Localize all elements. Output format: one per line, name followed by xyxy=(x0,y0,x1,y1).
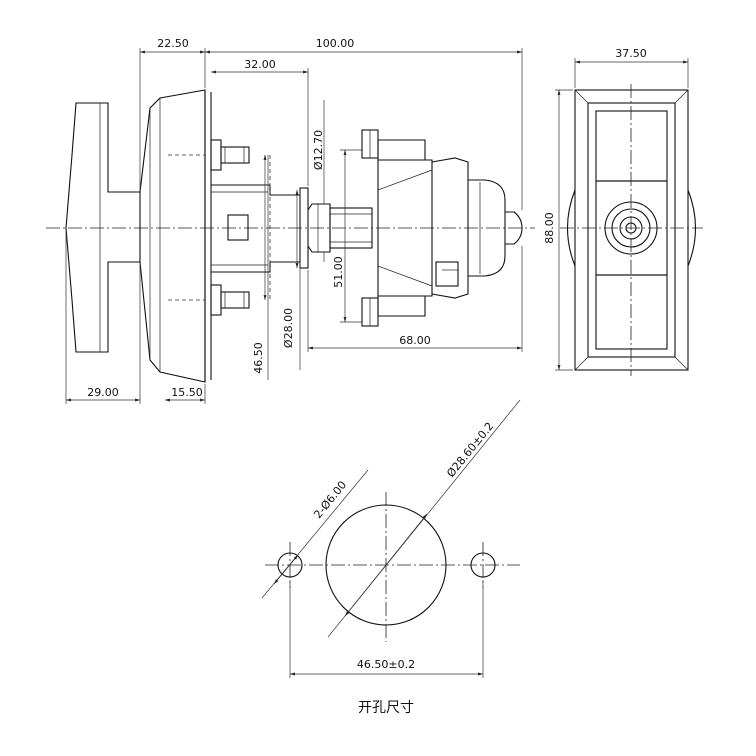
front-view: 37.50 88.00 xyxy=(543,47,703,376)
front-handle-top xyxy=(595,110,668,182)
dim-51: 51.00 xyxy=(332,256,345,288)
key-tip xyxy=(505,211,523,245)
dim-46-50: 46.50 xyxy=(252,342,265,374)
lock-housing xyxy=(377,159,433,297)
dim-88: 88.00 xyxy=(543,212,556,244)
dim-68: 68.00 xyxy=(399,334,431,347)
dim-29: 29.00 xyxy=(87,386,119,399)
cutout-hole-right xyxy=(470,552,496,578)
cam-window xyxy=(227,214,249,241)
dim-15-50: 15.50 xyxy=(171,386,203,399)
dim-dia-28: Ø28.00 xyxy=(282,308,295,348)
lock-cap xyxy=(431,157,469,299)
dim-32: 32.00 xyxy=(244,58,276,71)
cutout-circle-label: Ø28.60±0.2 xyxy=(444,420,496,480)
front-bezel-inner xyxy=(587,102,676,358)
cutout-spacing-label: 46.50±0.2 xyxy=(357,658,415,671)
side-view: 22.50 100.00 32.00 Ø12.70 Ø28.00 51.00 4… xyxy=(46,37,535,404)
cutout-main-hole xyxy=(325,504,447,626)
t-handle xyxy=(65,102,141,353)
cutout-caption: 开孔尺寸 xyxy=(358,700,414,716)
dim-37-50: 37.50 xyxy=(615,47,647,60)
front-bezel-outer xyxy=(574,89,689,371)
bottom-screw xyxy=(210,284,250,316)
cutout-drawing: Ø28.60±0.2 2-Ø6.00 46.50±0.2 开孔尺寸 xyxy=(261,399,521,716)
mounting-bracket xyxy=(211,184,301,273)
dim-dia-12-70: Ø12.70 xyxy=(312,130,325,170)
front-handle-bottom xyxy=(595,274,668,350)
dim-22-50: 22.50 xyxy=(157,37,189,50)
top-screw xyxy=(210,139,250,171)
dim-100: 100.00 xyxy=(316,37,355,50)
